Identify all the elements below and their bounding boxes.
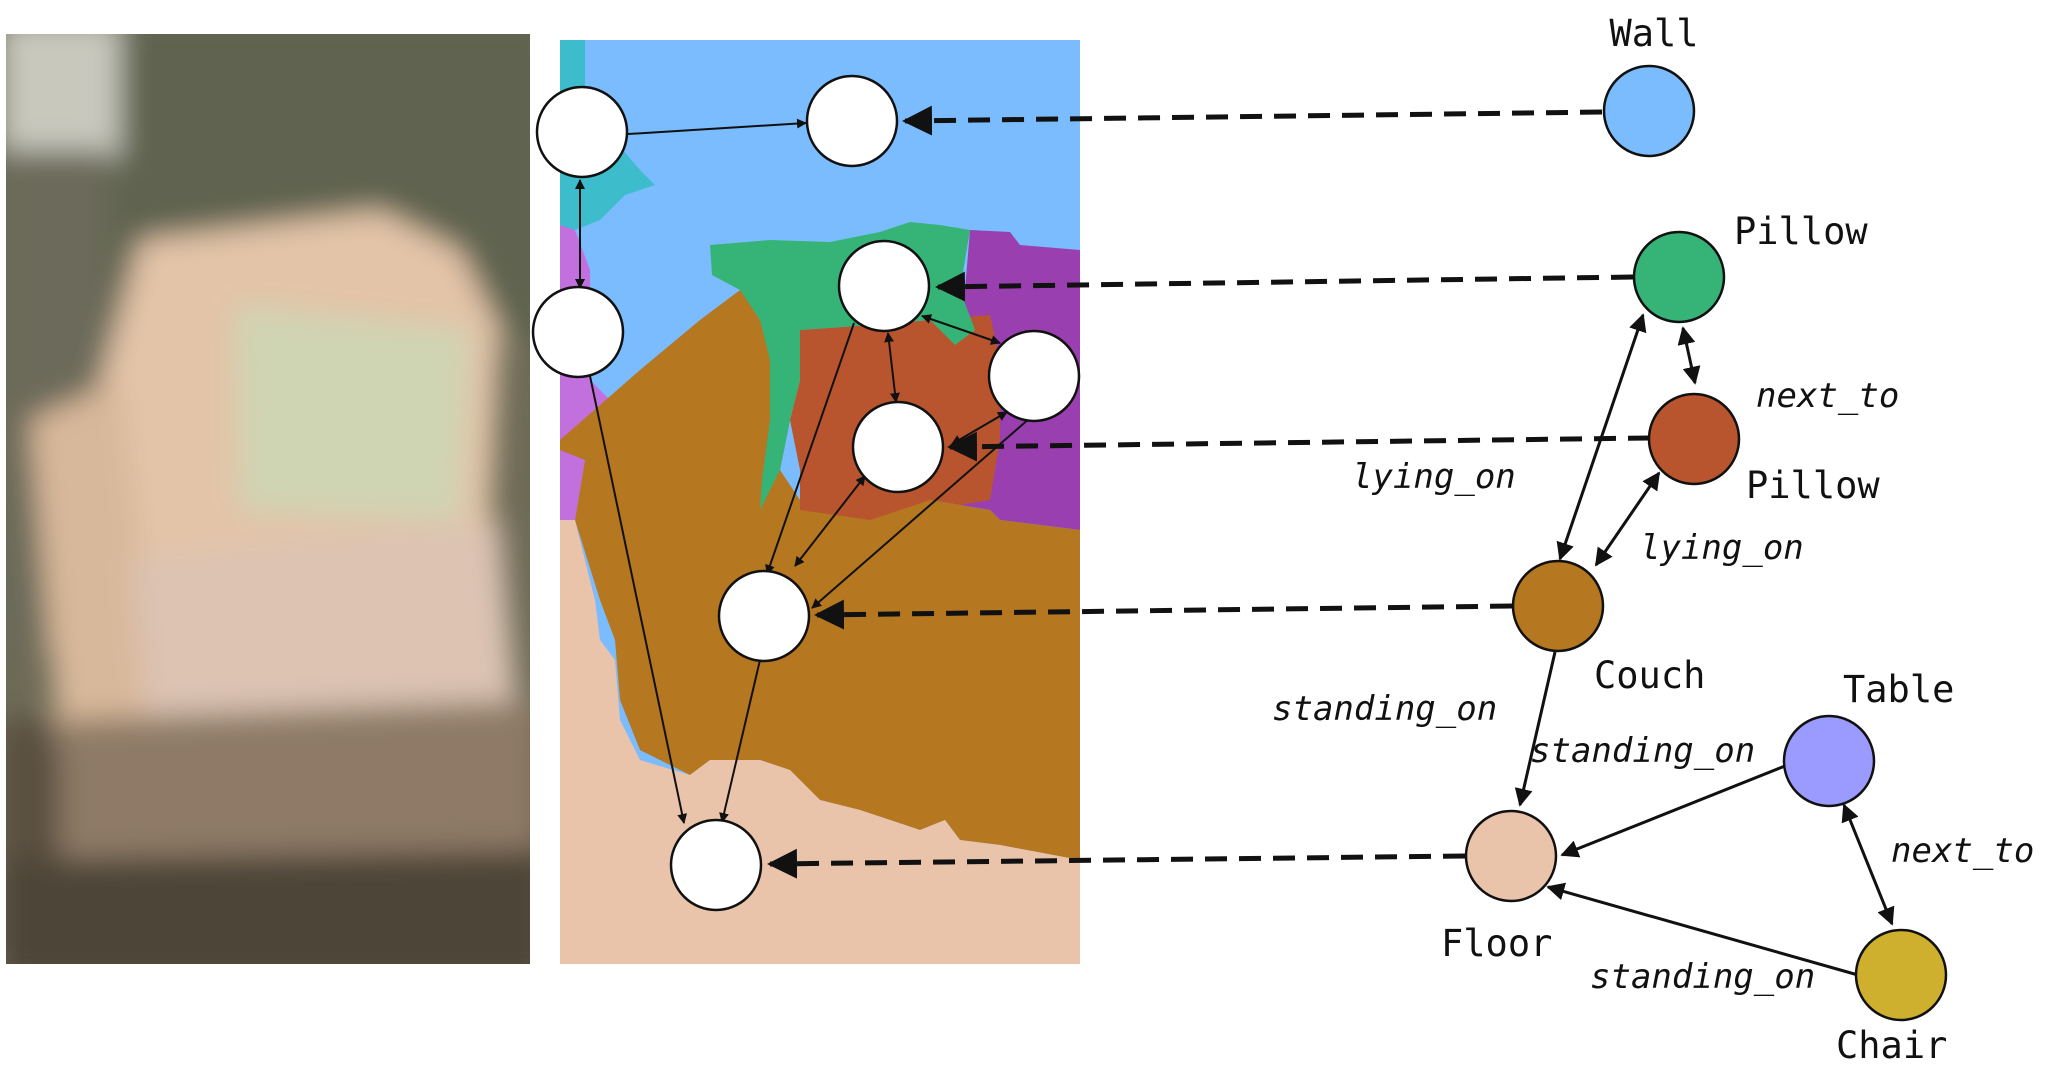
edge-label-table-chair-next-to: next_to [1891, 831, 2034, 871]
edge-seg-purple-couch [811, 417, 1031, 609]
label-floor: Floor [1441, 922, 1552, 965]
label-pillow-top: Pillow [1734, 210, 1868, 253]
label-couch: Couch [1594, 654, 1705, 697]
label-pillow-bottom: Pillow [1746, 464, 1880, 507]
seg-node-lavender [531, 285, 625, 379]
seg-node-floor [669, 818, 763, 912]
edge-pillow-top-couch [1556, 313, 1647, 561]
seg-node-pillow-green [837, 239, 931, 333]
dash-couch [814, 599, 1513, 630]
node-chair [1854, 928, 1948, 1022]
segmentation-map [560, 40, 1080, 964]
edge-seg-couch-floor [719, 659, 761, 823]
edge-seg-green-orange [884, 332, 900, 403]
seg-node-teal [535, 85, 629, 179]
label-chair: Chair [1836, 1024, 1947, 1067]
correspondence-lines [767, 105, 1651, 879]
edge-couch-floor [1514, 651, 1557, 807]
node-floor [1464, 809, 1558, 903]
node-wall [1602, 64, 1696, 158]
edge-seg-green-purple [921, 314, 1001, 345]
edge-labels: next_to lying_on lying_on standing_on st… [1272, 376, 2034, 997]
segmentation-graph-nodes [531, 74, 1081, 912]
seg-node-couch [717, 569, 811, 663]
source-photo [6, 34, 530, 964]
scene-graph-edges [1514, 313, 1895, 977]
edge-chair-floor [1546, 882, 1859, 977]
node-pillow-bottom [1647, 392, 1741, 486]
scene-graph-nodes [1464, 64, 1948, 1022]
node-couch [1511, 559, 1605, 653]
label-wall: Wall [1609, 12, 1698, 55]
label-table: Table [1843, 668, 1954, 711]
edge-pillow-bottom-couch [1594, 471, 1661, 567]
seg-node-pillow-orange [851, 400, 945, 494]
edge-label-chair-on-floor: standing_on [1590, 957, 1815, 997]
edge-seg-green-couch [765, 322, 855, 575]
edge-table-chair [1841, 803, 1895, 926]
edge-label-table-on-floor: standing_on [1530, 731, 1755, 771]
edge-table-floor [1560, 764, 1786, 858]
edge-label-pillows-next-to: next_to [1756, 376, 1899, 416]
node-table [1782, 714, 1876, 808]
seg-node-purple [987, 329, 1081, 423]
node-labels: Wall Pillow Pillow Couch Floor Table Cha… [1441, 12, 1954, 1067]
edge-label-pillow-bottom-on-couch: lying_on [1640, 528, 1804, 568]
edge-pillows-next-to [1677, 326, 1701, 385]
edge-label-pillow-top-on-couch: lying_on [1352, 457, 1516, 497]
edge-label-couch-on-floor: standing_on [1272, 689, 1497, 729]
couch-region [560, 290, 1080, 860]
node-pillow-top [1632, 230, 1726, 324]
edge-seg-wall-link [627, 118, 807, 135]
dash-wall [902, 105, 1603, 136]
dash-floor [767, 848, 1466, 879]
edge-seg-orange-couch [794, 475, 866, 567]
dash-pillow-top [935, 271, 1634, 302]
edge-seg-lavender-floor [589, 375, 688, 824]
seg-node-wall [805, 74, 899, 168]
dash-pillow-bottom [947, 431, 1651, 462]
